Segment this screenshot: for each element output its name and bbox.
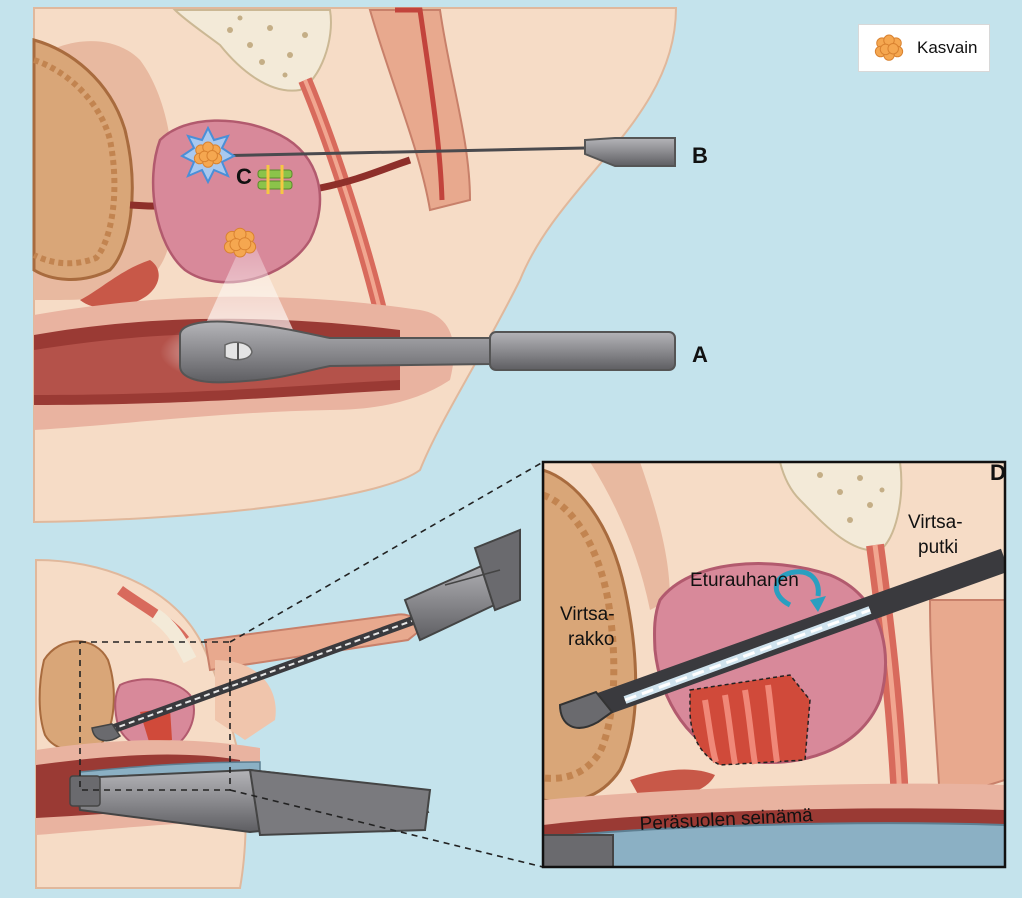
tumor-frozen: [194, 142, 221, 167]
label-c: C: [236, 164, 252, 189]
small-cross-section: [36, 560, 418, 888]
label-b: B: [692, 143, 708, 168]
tumor-cluster-icon: [869, 30, 909, 66]
tumor-ultrasound-target: [224, 228, 255, 257]
legend-label: Kasvain: [917, 38, 977, 58]
label-d: D: [990, 460, 1006, 485]
label-urethra-1: Virtsa-: [908, 512, 963, 533]
label-prostate: Eturauhanen: [690, 570, 799, 591]
label-bladder-2: rakko: [568, 629, 614, 650]
tumor-legend: [875, 35, 902, 60]
label-urethra-2: putki: [918, 537, 958, 558]
label-bladder-1: Virtsa-: [560, 604, 615, 625]
top-cross-section: [34, 8, 676, 522]
label-a: A: [692, 342, 708, 367]
legend-box: Kasvain: [858, 24, 990, 72]
